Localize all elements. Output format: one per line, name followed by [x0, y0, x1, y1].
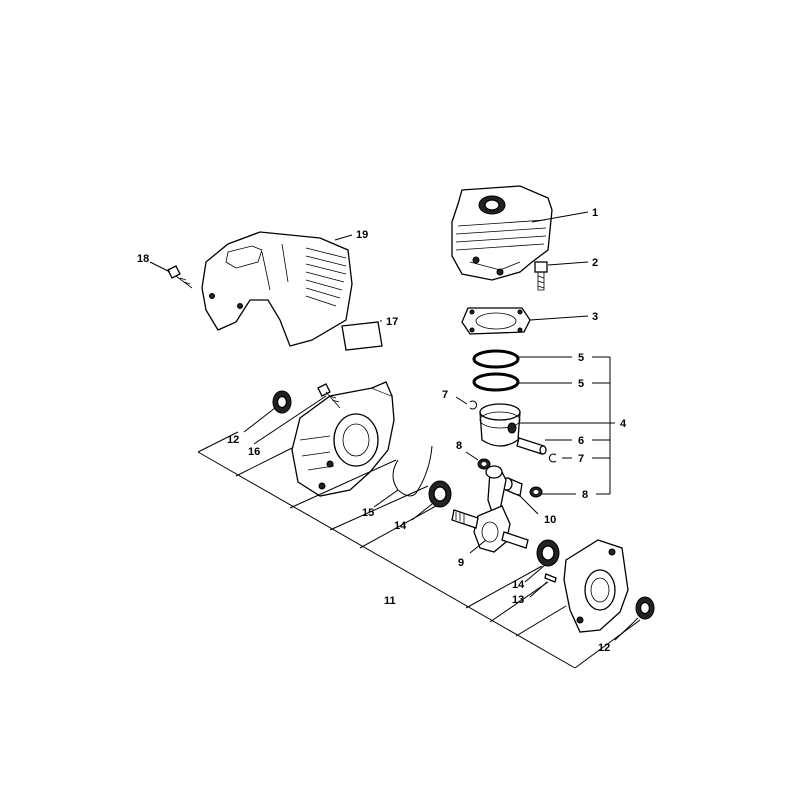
- crankcase-left-part: [291, 381, 395, 497]
- oil-seal-part: [272, 390, 655, 620]
- callout-14-left: 14: [394, 520, 407, 532]
- cylinder-cover-part: [201, 231, 353, 347]
- callout-17: 17: [386, 316, 398, 328]
- piston-pin-part: [516, 437, 547, 455]
- callout-7-right: 7: [578, 453, 584, 465]
- callout-19: 19: [356, 229, 368, 241]
- callout-12-left: 12: [227, 434, 239, 446]
- cylinder-bolt-part: [534, 261, 548, 291]
- dowel-pin-part: [544, 573, 557, 583]
- piston-part: [479, 403, 521, 447]
- cylinder-part: [451, 185, 553, 281]
- callout-6: 6: [578, 435, 584, 447]
- crankcase-gasket-part: [392, 445, 433, 497]
- callout-labels: 1 2 3 4 5 5 6 7 7 8 8 9 10 11 12 12 13 1…: [137, 207, 627, 654]
- callout-3: 3: [592, 311, 598, 323]
- callout-15: 15: [362, 507, 374, 519]
- circlip-part: [469, 400, 557, 463]
- callout-9: 9: [458, 557, 464, 569]
- callout-5-bottom: 5: [578, 378, 584, 390]
- label-plate-part: [341, 321, 383, 351]
- callout-4: 4: [620, 418, 627, 430]
- callout-8-right: 8: [582, 489, 588, 501]
- main-bearing-part: [428, 480, 560, 567]
- callout-8-left: 8: [456, 440, 462, 452]
- callout-14-right: 14: [512, 579, 525, 591]
- crankcase-bolt-part: [317, 383, 341, 409]
- thrust-washer-part: [477, 458, 543, 498]
- callout-18: 18: [137, 253, 149, 265]
- callout-11: 11: [384, 595, 396, 607]
- callout-13: 13: [512, 594, 524, 606]
- crankcase-right-part: [563, 539, 629, 633]
- callout-10: 10: [544, 514, 556, 526]
- piston-ring-part: [472, 349, 520, 392]
- callout-1: 1: [592, 207, 598, 219]
- cover-bolt-part: [167, 265, 193, 289]
- callout-16: 16: [248, 446, 260, 458]
- callout-2: 2: [592, 257, 598, 269]
- callout-12-right: 12: [598, 642, 610, 654]
- callout-5-top: 5: [578, 352, 584, 364]
- callout-7-left: 7: [442, 389, 448, 401]
- leader-lines: [149, 211, 641, 669]
- crankshaft-part: [451, 465, 529, 553]
- cylinder-gasket-part: [461, 307, 531, 335]
